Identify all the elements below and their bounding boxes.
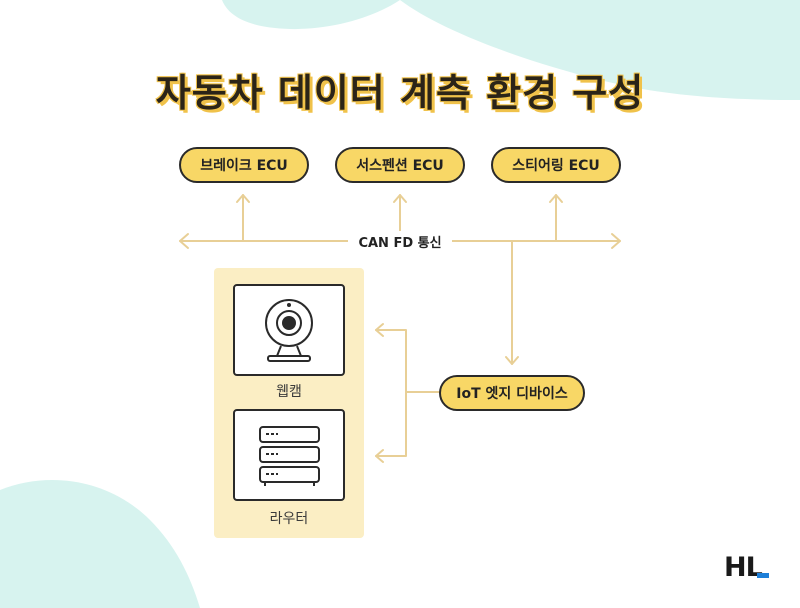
brand-logo: HL	[724, 552, 763, 583]
steering-ecu-node: 스티어링 ECU	[491, 147, 621, 183]
can-fd-bus-label: CAN FD 통신	[348, 231, 452, 251]
webcam-box	[233, 284, 345, 376]
webcam-icon	[265, 299, 313, 362]
router-label: 라우터	[269, 511, 309, 527]
device-panel: 웹캠 라우터	[214, 268, 364, 538]
server-rack-icon	[259, 426, 320, 486]
brand-logo-accent	[757, 573, 769, 578]
iot-edge-device-node: IoT 엣지 디바이스	[439, 375, 585, 411]
brake-ecu-node: 브레이크 ECU	[179, 147, 309, 183]
suspension-ecu-node: 서스펜션 ECU	[335, 147, 465, 183]
router-box	[233, 409, 345, 501]
diagram-title: 자동차 데이터 계측 환경 구성	[155, 71, 645, 115]
webcam-label: 웹캠	[276, 384, 302, 400]
